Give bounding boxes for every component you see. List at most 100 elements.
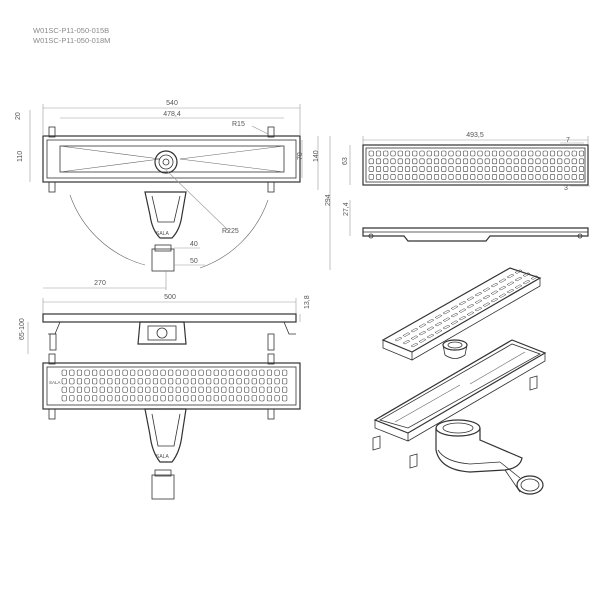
grate-slot (455, 158, 461, 165)
grate-slot (175, 369, 181, 376)
grate-slot (213, 386, 219, 393)
iso-grate-slot (506, 281, 515, 286)
iso-grate-slot (418, 330, 427, 336)
grate-slot (404, 174, 411, 180)
grate-slot (213, 369, 219, 376)
dim-width-overall: 540 (166, 100, 178, 107)
grate-slot (168, 395, 174, 402)
grate-slot (433, 150, 440, 157)
iso-grate-slot (426, 333, 435, 339)
grate-slot (282, 386, 288, 393)
grate-slot (228, 378, 234, 385)
isometric-view (372, 267, 547, 495)
grate-slot (368, 174, 374, 180)
grate-slot (84, 369, 90, 376)
grate-slot (206, 395, 212, 402)
grate-slot (198, 378, 204, 385)
grate-slot (61, 386, 67, 393)
grate-slot (213, 378, 219, 385)
grate-slot (513, 150, 519, 157)
grate-slot (506, 158, 512, 165)
grate-slot (375, 166, 382, 172)
grate-slot (528, 150, 534, 157)
grate-slot (236, 378, 242, 385)
iso-grate-slot (402, 339, 411, 345)
grate-slot (571, 158, 577, 165)
grate-detail-view: 493,5 63 7 3 27,4 (342, 132, 590, 242)
product-code-2: W01SC-P11-050-018M (33, 36, 111, 45)
grate-slot (484, 158, 490, 165)
grate-slot (114, 369, 120, 376)
iso-grate-slot (458, 300, 467, 306)
grate-slot (448, 158, 454, 165)
grate-plan-view: SALA SALA (42, 353, 301, 500)
grate-slot (130, 386, 136, 393)
grate-slot (69, 369, 75, 376)
grate-slot (404, 150, 411, 157)
grate-slot (190, 378, 196, 385)
grate-slot (404, 166, 411, 172)
iso-grate-slot (482, 287, 491, 292)
grate-slot (426, 158, 432, 165)
grate-slot (228, 386, 234, 393)
grate-slot (564, 150, 570, 157)
grate-slot (99, 386, 105, 393)
grate-slot (259, 369, 265, 376)
iso-grate-pattern (394, 269, 539, 348)
grate-slot (122, 395, 128, 402)
grate-slot (426, 174, 432, 180)
grate-slot (578, 158, 585, 165)
grate-slot (190, 386, 196, 393)
iso-grate-slot (410, 335, 419, 340)
iso-grate-slot (514, 276, 523, 282)
iso-grate-slot (410, 327, 419, 333)
dim-height-overall: 110 (17, 151, 24, 162)
grate-slot (535, 150, 541, 157)
grate-slot (375, 158, 382, 165)
grate-slot (513, 158, 519, 165)
grate-slot (397, 174, 403, 180)
grate-slot (520, 174, 527, 180)
grate-slot (433, 174, 440, 180)
grate-slot (244, 369, 250, 376)
grate-slot (383, 158, 389, 165)
grate-slot (244, 395, 250, 402)
grate-slot (76, 378, 82, 385)
grate-slot (535, 158, 541, 165)
iso-grate-slot (514, 284, 523, 289)
iso-grate-slot (442, 317, 451, 322)
grate-slot (152, 378, 158, 385)
grate-slot (419, 174, 425, 180)
grate-slot (259, 378, 265, 385)
grate-slot (160, 369, 166, 376)
grate-slot (513, 166, 519, 172)
grate-slot (549, 174, 556, 180)
grate-slot (92, 386, 98, 393)
grate-slot (69, 386, 75, 393)
iso-grate-slot (522, 272, 531, 277)
iso-grate-slot (530, 275, 539, 280)
grate-slot (76, 386, 82, 393)
grate-slot (470, 174, 476, 180)
grate-slot (84, 395, 90, 402)
grate-slot (491, 166, 498, 172)
iso-grate-slot (466, 303, 475, 309)
grate-slot (571, 166, 577, 172)
grate-slot (190, 369, 196, 376)
grate-slot (383, 166, 389, 172)
grate-slot (221, 395, 227, 402)
dim-radius-small: R15 (232, 121, 245, 128)
grate-slot (520, 150, 527, 157)
grate-slot (198, 395, 204, 402)
iso-grate-slot (450, 305, 459, 310)
dim-grate-length: 493,5 (466, 132, 484, 139)
grate-slot (397, 166, 403, 172)
grate-slot (528, 166, 534, 172)
grate-slot (251, 395, 257, 402)
grate-slot (441, 166, 447, 172)
dim-grate-width: 63 (342, 157, 349, 165)
grate-slot (499, 158, 505, 165)
grate-slot (557, 158, 563, 165)
iso-grate-slot (450, 312, 459, 318)
grate-detail-pattern (368, 150, 585, 180)
